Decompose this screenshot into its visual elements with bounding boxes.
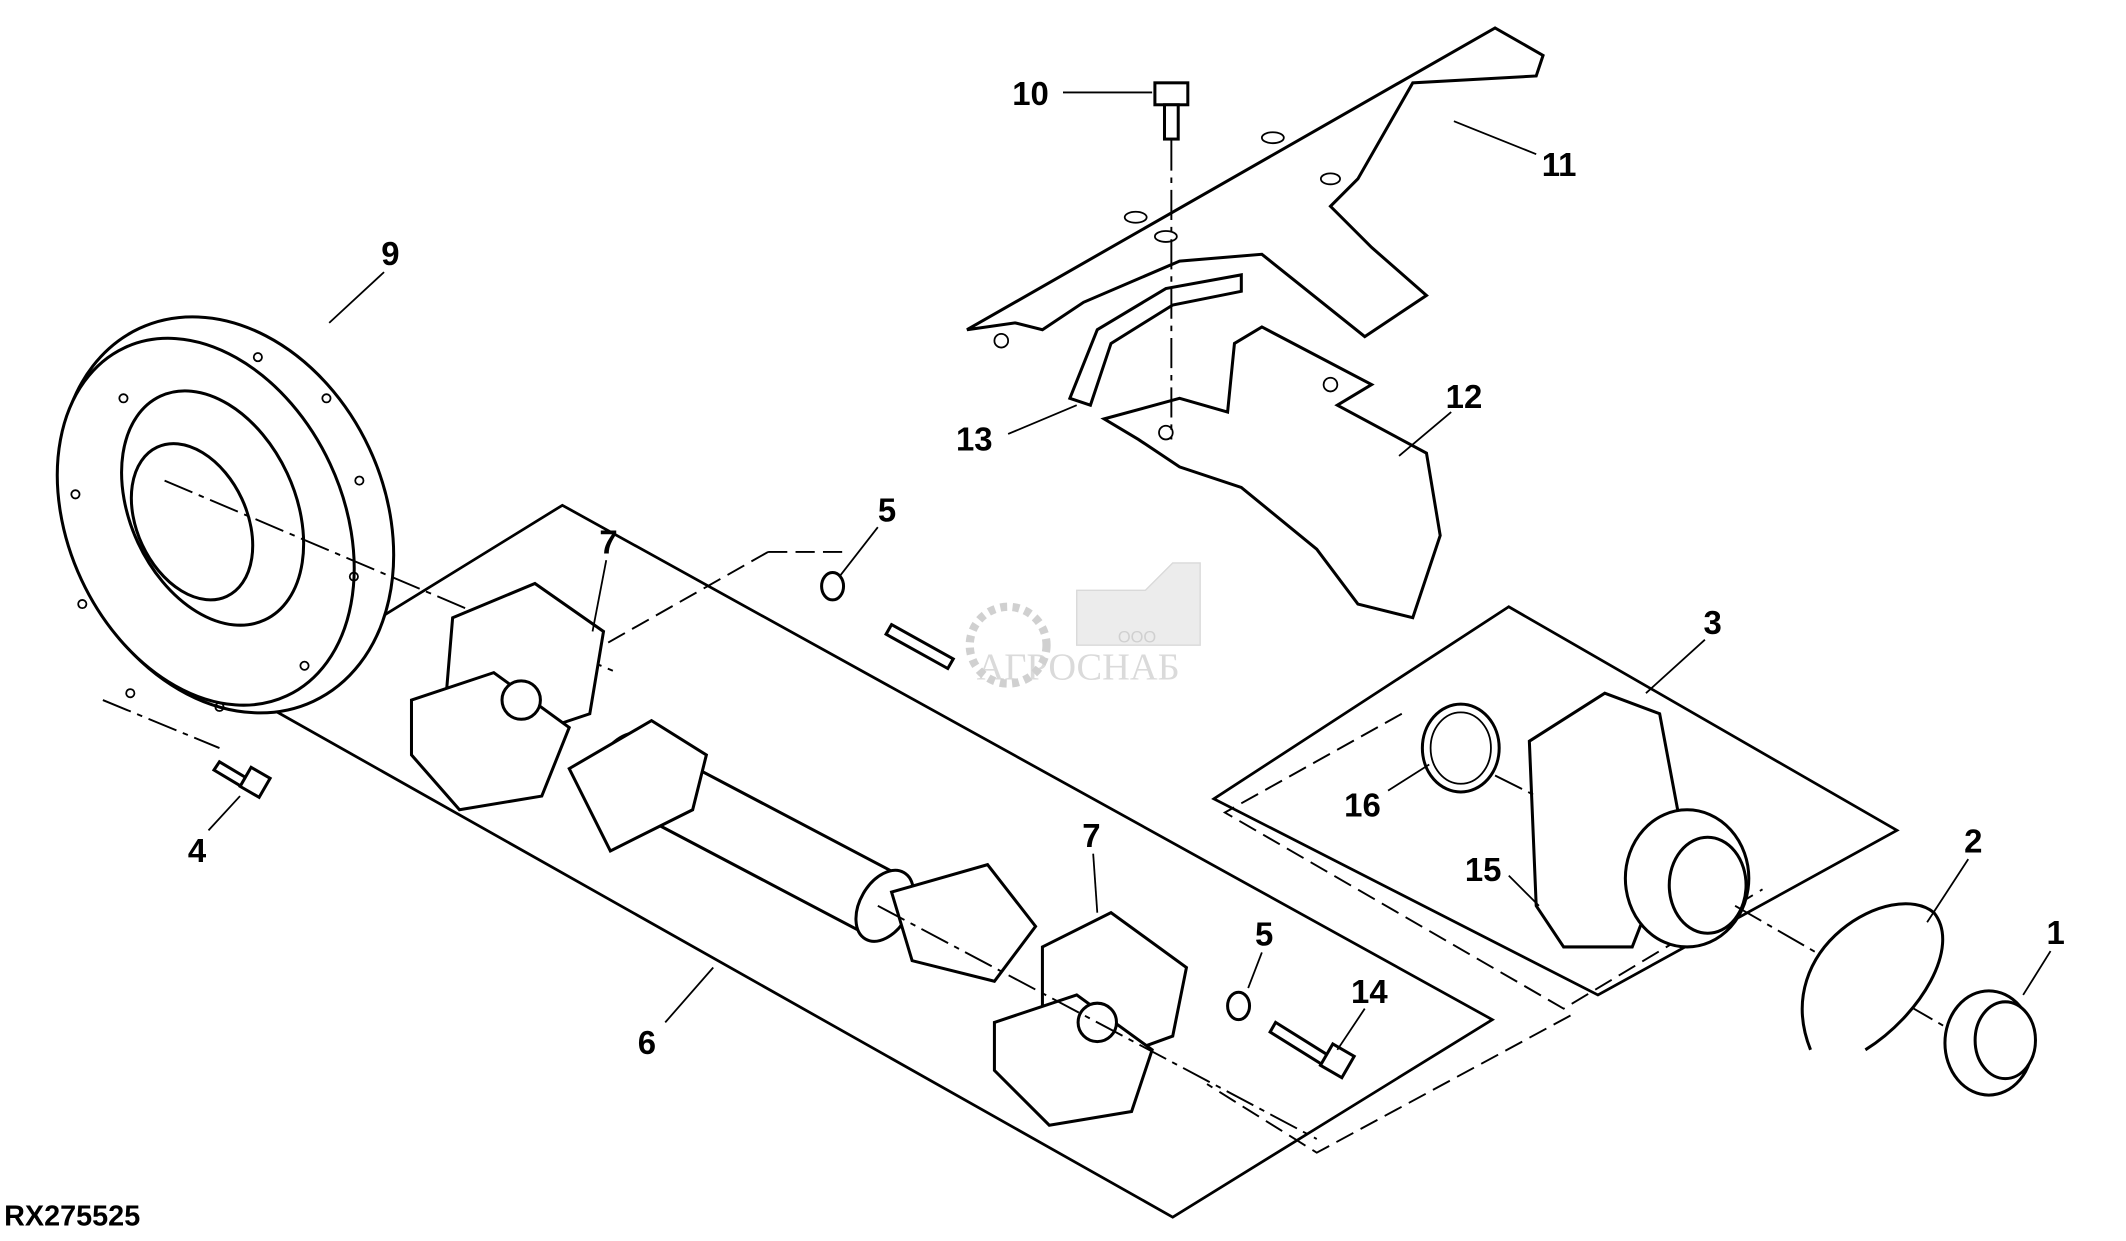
flex-coupling-upper (409, 581, 606, 812)
bolt-10 (1153, 81, 1190, 141)
driveshaft (567, 718, 1038, 983)
callout-5-lower: 5 (1255, 916, 1273, 953)
watermark-logo: ООО АГРОСНАБ (965, 562, 1201, 688)
callout-4: 4 (188, 832, 207, 869)
bracket-12 (1100, 325, 1442, 620)
callout-6: 6 (638, 1024, 656, 1061)
flywheel-damper (55, 315, 396, 715)
yoke-15 (1527, 691, 1751, 949)
bracket-11 (966, 26, 1545, 339)
callout-2: 2 (1964, 822, 1982, 859)
callout-9: 9 (381, 235, 399, 272)
washer-5-lower (1226, 990, 1252, 1022)
callout-12: 12 (1446, 378, 1483, 415)
seal-1 (1943, 989, 2037, 1097)
strap-13 (1067, 273, 1243, 408)
callout-3: 3 (1704, 604, 1722, 641)
bolt-14 (1268, 1020, 1357, 1080)
callout-15: 15 (1465, 851, 1502, 888)
flex-coupling-lower (992, 910, 1189, 1127)
callout-13: 13 (956, 420, 993, 457)
bolt-4 (211, 759, 273, 800)
watermark-prefix: ООО (1118, 628, 1156, 646)
ring-16 (1420, 702, 1501, 794)
callout-11: 11 (1542, 146, 1577, 183)
callout-1: 1 (2046, 914, 2064, 951)
watermark-name: АГРОСНАБ (977, 646, 1180, 688)
assembly-box-yoke (1211, 605, 1900, 997)
assembly-box-driveshaft (248, 503, 1496, 1219)
callout-16: 16 (1344, 787, 1381, 824)
snap-ring-2 (1801, 902, 1945, 1052)
callout-7-lower: 7 (1082, 817, 1100, 854)
callout-14: 14 (1351, 973, 1388, 1010)
callout-5-upper: 5 (878, 492, 896, 529)
callout-10: 10 (1012, 75, 1049, 112)
stud-upper (883, 622, 956, 671)
figure-id: RX275525 (4, 1200, 140, 1232)
washer-5-upper (820, 570, 846, 602)
callout-7-upper: 7 (599, 523, 617, 560)
